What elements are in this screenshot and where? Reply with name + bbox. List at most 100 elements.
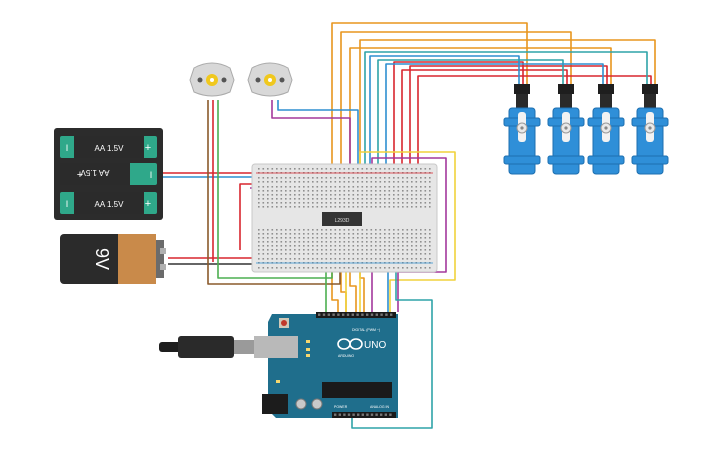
breadboard-hole xyxy=(343,233,346,235)
breadboard-hole xyxy=(289,233,292,235)
analog-pin[interactable] xyxy=(380,413,383,416)
analog-pin[interactable] xyxy=(352,413,355,416)
wire-servo3-power[interactable] xyxy=(409,65,608,170)
analog-pin[interactable] xyxy=(361,413,364,416)
reset-button[interactable] xyxy=(281,320,287,326)
breadboard-hole xyxy=(384,258,386,260)
wire-servo2-ground[interactable] xyxy=(377,59,564,175)
breadboard-hole xyxy=(420,202,422,204)
breadboard-hole xyxy=(330,245,332,247)
wire-servo4-ground[interactable] xyxy=(364,51,648,175)
analog-pin[interactable] xyxy=(347,413,351,416)
breadboard-hole xyxy=(339,245,341,247)
dc-motor-1[interactable] xyxy=(189,62,235,97)
breadboard-hole xyxy=(406,186,409,188)
breadboard-hole xyxy=(424,237,427,239)
breadboard-hole xyxy=(370,181,373,183)
breadboard-hole xyxy=(343,198,346,200)
digital-pin[interactable] xyxy=(318,313,321,316)
breadboard-hole xyxy=(357,202,359,204)
digital-pin[interactable] xyxy=(370,313,374,316)
analog-pin[interactable] xyxy=(334,413,337,416)
wire-servo1-ground[interactable] xyxy=(369,55,520,175)
analog-pin[interactable] xyxy=(375,413,378,416)
analog-pin[interactable] xyxy=(370,413,374,416)
breadboard-hole xyxy=(411,194,413,196)
arduino-uno[interactable]: UNO ARDUINO DIGITAL (PWM ~) POWER ANALOG… xyxy=(159,312,398,418)
breadboard-hole xyxy=(388,206,391,208)
breadboard-hole xyxy=(271,249,274,251)
digital-pin[interactable] xyxy=(351,313,354,316)
breadboard-hole xyxy=(411,186,413,188)
breadboard-hole xyxy=(312,198,314,200)
breadboard-hole xyxy=(285,186,287,188)
wire-motor2-blue[interactable] xyxy=(277,100,359,185)
breadboard-hole xyxy=(424,186,427,188)
breadboard-hole xyxy=(303,194,305,196)
breadboard[interactable]: L293D xyxy=(251,163,438,273)
breadboard-hole xyxy=(384,233,386,235)
digital-pin[interactable] xyxy=(380,313,383,316)
servo-3[interactable] xyxy=(587,84,625,175)
breadboard-hole xyxy=(325,177,328,179)
digital-pin[interactable] xyxy=(361,313,364,316)
digital-pin[interactable] xyxy=(327,313,330,316)
digital-pin[interactable] xyxy=(385,313,388,316)
wire-servo3-ground[interactable] xyxy=(385,63,604,175)
servo-4[interactable] xyxy=(631,84,669,175)
breadboard-hole xyxy=(330,198,332,200)
breadboard-hole xyxy=(289,177,292,179)
wire-servo1-power[interactable] xyxy=(393,61,524,170)
breadboard-hole xyxy=(258,202,260,204)
servo-1[interactable] xyxy=(503,84,541,175)
wire-ard-red-1[interactable] xyxy=(239,183,252,250)
breadboard-hole xyxy=(429,229,431,231)
wire-servo4-power[interactable] xyxy=(417,75,652,170)
analog-pin[interactable] xyxy=(384,413,387,416)
digital-pin[interactable] xyxy=(346,313,350,316)
breadboard-hole xyxy=(375,202,377,204)
breadboard-hole xyxy=(316,245,319,247)
breadboard-hole xyxy=(267,241,269,243)
breadboard-hole xyxy=(397,190,400,192)
analog-pin[interactable] xyxy=(357,413,360,416)
digital-pin[interactable] xyxy=(332,313,335,316)
digital-pin[interactable] xyxy=(322,313,326,316)
breadboard-hole xyxy=(348,245,350,247)
breadboard-hole xyxy=(420,198,422,200)
digital-pin[interactable] xyxy=(342,313,345,316)
usb-cable-plug[interactable] xyxy=(178,336,234,358)
digital-pin[interactable] xyxy=(366,313,369,316)
breadboard-hole xyxy=(280,233,283,235)
breadboard-hole xyxy=(267,177,269,179)
breadboard-hole xyxy=(271,177,274,179)
breadboard-hole xyxy=(415,249,418,251)
breadboard-hole xyxy=(289,267,292,269)
breadboard-hole xyxy=(339,194,341,196)
breadboard-hole xyxy=(334,194,337,196)
analog-pin[interactable] xyxy=(366,413,369,416)
breadboard-hole xyxy=(424,229,427,231)
motor-driver-chip[interactable] xyxy=(322,212,362,226)
breadboard-hole xyxy=(271,229,274,231)
wire-servo1-signal[interactable] xyxy=(331,22,528,312)
servo-2[interactable] xyxy=(547,84,585,175)
breadboard-hole xyxy=(402,245,404,247)
digital-pin[interactable] xyxy=(375,313,378,316)
analog-pin[interactable] xyxy=(338,413,341,416)
breadboard-hole xyxy=(415,202,418,204)
analog-pin[interactable] xyxy=(343,413,346,416)
dc-motor-2[interactable] xyxy=(247,62,293,97)
wire-ard-teal-1[interactable] xyxy=(351,270,433,429)
breadboard-hole xyxy=(397,206,400,208)
digital-pin[interactable] xyxy=(356,313,359,316)
breadboard-hole xyxy=(307,206,310,208)
wire-servo2-power[interactable] xyxy=(401,69,568,170)
wire-motor2-purple[interactable] xyxy=(271,100,351,185)
digital-pin[interactable] xyxy=(390,313,393,316)
analog-pin[interactable] xyxy=(389,413,392,416)
battery-9v[interactable]: 9V xyxy=(60,234,166,284)
digital-pin[interactable] xyxy=(337,313,340,316)
